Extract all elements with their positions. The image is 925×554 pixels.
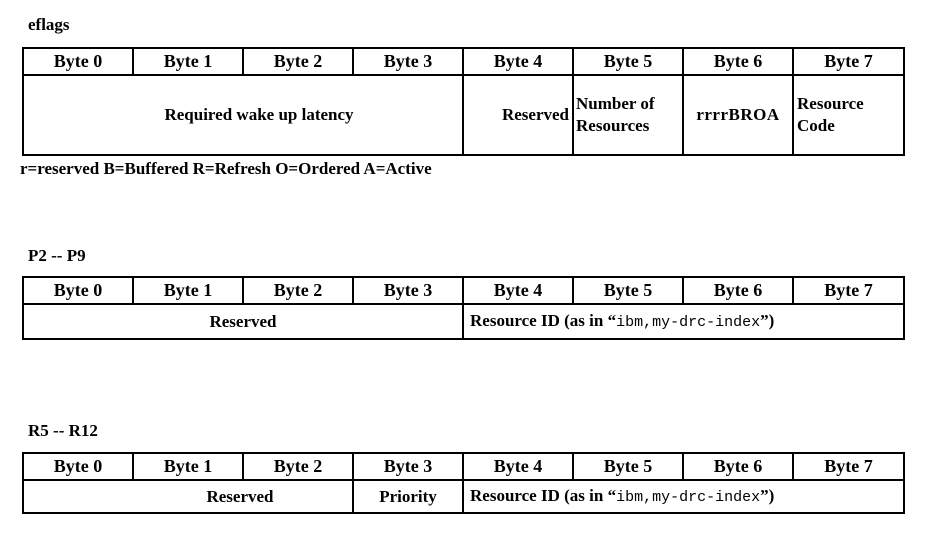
byte-header-cell: Byte 4 — [462, 452, 574, 481]
resource-id-cell: Resource ID (as in “ibm,my-drc-index”) — [462, 303, 905, 340]
byte-header-cell: Byte 4 — [462, 276, 574, 305]
resource-id-code-text: ibm,my-drc-index — [616, 313, 761, 331]
byte-header-cell: Byte 7 — [792, 47, 905, 76]
flag-bits-cell: rrrrBROA — [682, 74, 794, 156]
resource-id-cell: Resource ID (as in “ibm,my-drc-index”) — [462, 479, 905, 514]
table-title-r5-r12: R5 -- R12 — [28, 421, 98, 440]
resource-id-label-text: ”) — [760, 485, 775, 505]
byte-header-cell: Byte 3 — [352, 452, 464, 481]
table-title-eflags: eflags — [28, 15, 70, 34]
byte-header-cell: Byte 6 — [682, 452, 794, 481]
byte-header-cell: Byte 2 — [242, 452, 354, 481]
byte-header-cell: Byte 5 — [572, 276, 684, 305]
resource-id-code-text: ibm,my-drc-index — [616, 488, 761, 506]
reserved-cell: Reserved — [22, 303, 464, 340]
byte-header-cell: Byte 1 — [132, 276, 244, 305]
byte-header-cell: Byte 6 — [682, 276, 794, 305]
byte-header-cell: Byte 3 — [352, 47, 464, 76]
byte-header-cell: Byte 4 — [462, 47, 574, 76]
resource-id-label-text: Resource ID (as in “ — [470, 310, 617, 330]
resource-code-cell: Resource Code — [792, 74, 905, 156]
byte-header-cell: Byte 5 — [572, 47, 684, 76]
byte-header-cell: Byte 2 — [242, 47, 354, 76]
byte-header-cell: Byte 0 — [22, 452, 134, 481]
byte-header-cell: Byte 1 — [132, 452, 244, 481]
byte-header-cell: Byte 7 — [792, 276, 905, 305]
byte-header-cell: Byte 7 — [792, 452, 905, 481]
reserved-cell: Reserved — [22, 479, 354, 514]
table-title-p2-p9: P2 -- P9 — [28, 246, 86, 265]
resource-id-label-text: ”) — [760, 310, 775, 330]
reserved-cell: Reserved — [462, 74, 574, 156]
byte-header-cell: Byte 0 — [22, 276, 134, 305]
resource-id-label-text: Resource ID (as in “ — [470, 485, 617, 505]
required-wake-up-latency-cell: Required wake up latency — [22, 74, 464, 156]
byte-header-cell: Byte 3 — [352, 276, 464, 305]
byte-header-cell: Byte 0 — [22, 47, 134, 76]
priority-cell: Priority — [352, 479, 464, 514]
byte-header-cell: Byte 2 — [242, 276, 354, 305]
number-of-resources-cell: Number of Resources — [572, 74, 684, 156]
byte-header-cell: Byte 1 — [132, 47, 244, 76]
byte-header-cell: Byte 6 — [682, 47, 794, 76]
flag-bits-legend: r=reserved B=Buffered R=Refresh O=Ordere… — [20, 159, 432, 178]
byte-header-cell: Byte 5 — [572, 452, 684, 481]
